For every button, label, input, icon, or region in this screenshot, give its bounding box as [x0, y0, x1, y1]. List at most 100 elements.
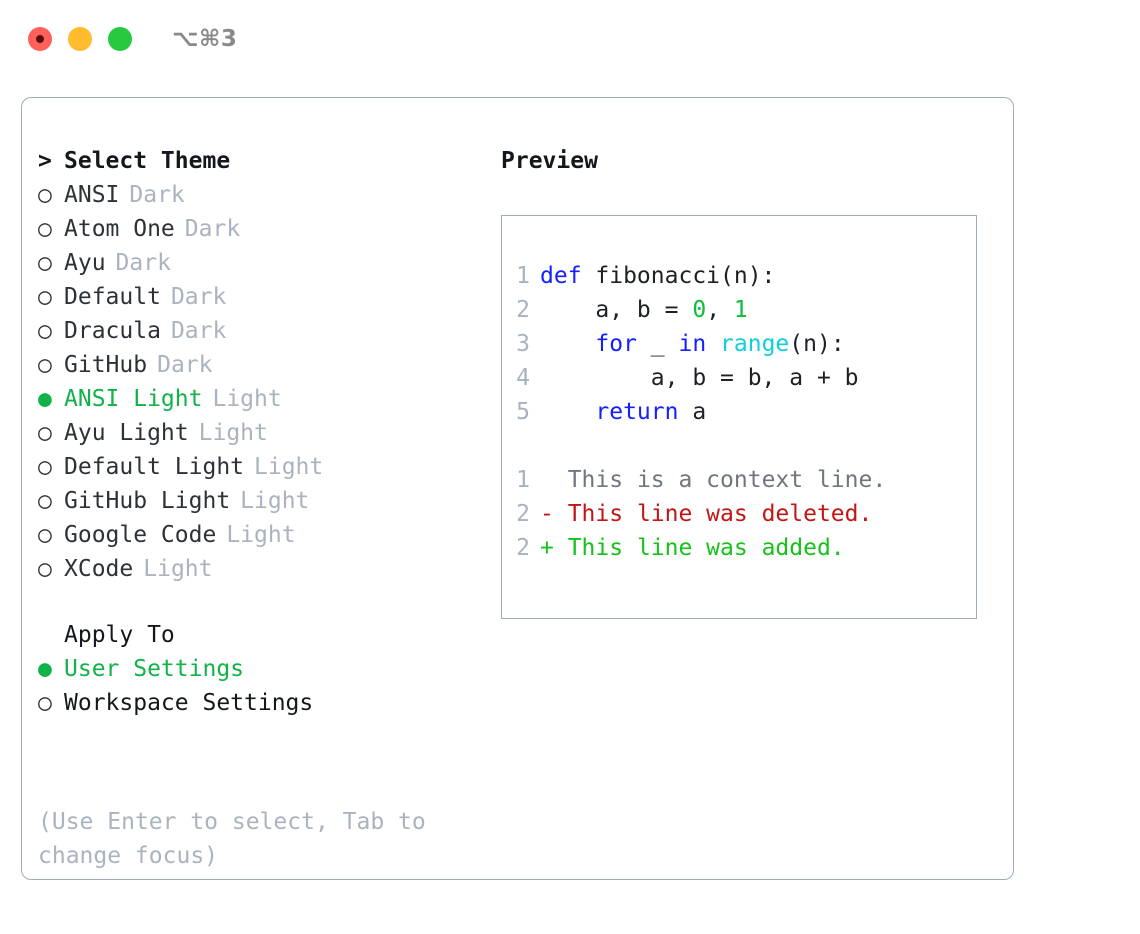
theme-kind-badge: Dark	[170, 284, 227, 310]
line-number: 1	[516, 263, 530, 289]
theme-list-item[interactable]: ○ Ayu Dark	[38, 246, 508, 280]
keyboard-hint-text: (Use Enter to select, Tab to change focu…	[38, 809, 426, 869]
code-line: 5 return a	[502, 395, 976, 429]
line-number: 2	[516, 501, 530, 527]
code-token: in	[678, 331, 707, 357]
theme-kind-badge: Dark	[115, 250, 171, 276]
code-token	[706, 331, 720, 357]
diff-block: 1 This is a context line.2- This line wa…	[502, 463, 976, 565]
diff-text: This line was deleted.	[553, 501, 873, 527]
code-line: 3 for _ in range(n):	[502, 327, 976, 361]
diff-line-text: This is a context line.	[540, 463, 887, 497]
radio-unselected-icon[interactable]: ○	[38, 284, 52, 310]
code-token: a, b =	[540, 297, 693, 323]
theme-name-label: Ayu	[64, 250, 106, 276]
code-line-text: a, b = 0, 1	[540, 293, 747, 327]
theme-kind-badge: Light	[198, 420, 268, 446]
code-line: 1 def fibonacci(n):	[502, 259, 976, 293]
title-bar: ⌥⌘3	[0, 0, 1140, 78]
theme-kind-badge: Light	[226, 522, 296, 548]
code-token: a, b = b, a + b	[540, 365, 859, 391]
code-token	[540, 399, 595, 425]
theme-name-label: Atom One	[64, 216, 175, 242]
diff-line: 1 This is a context line.	[502, 463, 976, 497]
code-diff-spacer	[502, 429, 976, 463]
diff-text: This is a context line.	[553, 467, 887, 493]
theme-name-label: Default	[64, 284, 161, 310]
code-line-text: a, b = b, a + b	[540, 361, 859, 395]
radio-unselected-icon[interactable]: ○	[38, 488, 52, 514]
apply-to-heading: ○ Apply To	[38, 618, 508, 652]
radio-unselected-icon[interactable]: ○	[38, 454, 52, 480]
page-title: Select Theme	[64, 148, 231, 174]
apply-to-option[interactable]: ○ Workspace Settings	[38, 686, 508, 720]
code-token: def	[540, 263, 596, 289]
theme-list-item[interactable]: ○ GitHub Light Light	[38, 484, 508, 518]
theme-kind-badge: Light	[212, 386, 282, 412]
keyboard-shortcut-label: ⌥⌘3	[172, 26, 238, 52]
radio-unselected-icon[interactable]: ○	[38, 216, 52, 242]
code-line-text: for _ in range(n):	[540, 327, 845, 361]
maximize-window-button[interactable]	[108, 27, 132, 51]
diff-marker	[540, 467, 554, 493]
theme-kind-badge: Light	[143, 556, 213, 582]
code-line-text: return a	[540, 395, 706, 429]
apply-to-option-label: Workspace Settings	[64, 690, 314, 716]
theme-picker-heading: > Select Theme	[38, 144, 508, 178]
code-line: 2 a, b = 0, 1	[502, 293, 976, 327]
radio-selected-icon[interactable]: ●	[38, 656, 52, 682]
apply-to-option-label: User Settings	[64, 656, 245, 682]
radio-unselected-icon[interactable]: ○	[38, 250, 52, 276]
radio-unselected-icon[interactable]: ○	[38, 556, 52, 582]
line-number: 3	[516, 331, 530, 357]
close-window-button[interactable]	[28, 27, 52, 51]
apply-to-label: Apply To	[64, 622, 175, 648]
code-token: a	[678, 399, 707, 425]
theme-name-label: GitHub	[64, 352, 148, 378]
code-token	[540, 331, 595, 357]
theme-name-label: Google Code	[64, 522, 217, 548]
apply-to-option[interactable]: ● User Settings	[38, 652, 508, 686]
diff-marker: +	[540, 535, 554, 561]
code-line-text: def fibonacci(n):	[540, 259, 775, 293]
diff-line-text: - This line was deleted.	[540, 497, 872, 531]
theme-kind-badge: Light	[240, 488, 310, 514]
theme-name-label: Default Light	[64, 454, 245, 480]
radio-unselected-icon[interactable]: ○	[38, 690, 52, 716]
theme-list-item[interactable]: ○ Default Dark	[38, 280, 508, 314]
minimize-window-button[interactable]	[68, 27, 92, 51]
radio-unselected-icon[interactable]: ○	[38, 352, 52, 378]
radio-selected-icon[interactable]: ●	[38, 386, 52, 412]
theme-name-label: GitHub Light	[64, 488, 231, 514]
theme-kind-badge: Dark	[184, 216, 241, 242]
theme-list-item[interactable]: ○ Atom One Dark	[38, 212, 508, 246]
caret-icon: >	[38, 148, 52, 174]
radio-unselected-icon[interactable]: ○	[38, 318, 52, 344]
code-token: _	[636, 331, 679, 357]
code-token: 0	[692, 297, 707, 323]
radio-unselected-icon[interactable]: ○	[38, 420, 52, 446]
theme-name-label: ANSI	[64, 182, 120, 208]
line-number: 2	[516, 535, 530, 561]
code-token: (n):	[789, 331, 845, 357]
line-number: 5	[516, 399, 530, 425]
radio-unselected-icon[interactable]: ○	[38, 182, 52, 208]
section-spacer	[38, 586, 508, 618]
diff-text: This line was added.	[553, 535, 845, 561]
diff-marker: -	[540, 501, 554, 527]
diff-line-text: + This line was added.	[540, 531, 845, 565]
theme-list-item[interactable]: ○ Google Code Light	[38, 518, 508, 552]
line-number: 1	[516, 467, 530, 493]
radio-unselected-icon[interactable]: ○	[38, 522, 52, 548]
